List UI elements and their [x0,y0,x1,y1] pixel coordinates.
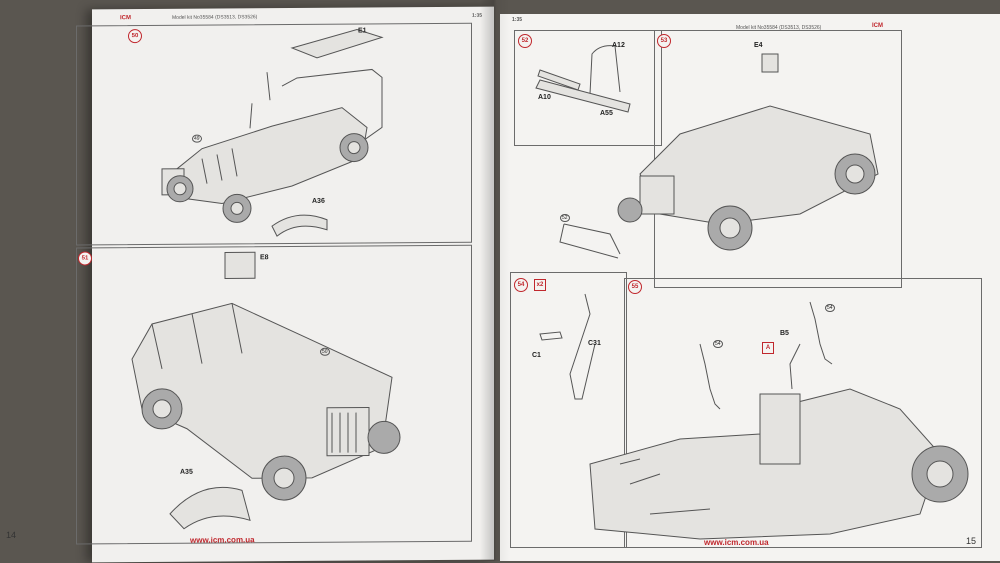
rifle-55a [699,343,721,410]
radiator-grille-53 [639,175,675,215]
page-number-left: 14 [6,529,17,541]
page-number-right: 15 [966,536,977,546]
brand-logo-right: ICM [872,23,883,29]
callout-52: 52 [560,214,570,222]
reference-a-badge: A [762,342,774,354]
callout-50: 50 [320,347,330,356]
step-53-badge: 53 [657,34,671,48]
step-55-panel [624,278,982,548]
part-label-b5: B5 [780,330,789,337]
step-52-panel [514,30,662,146]
step-51-drawing [131,251,401,530]
rifle-55b [809,301,833,365]
part-label-e8: E8 [260,254,269,262]
part-a55-strip [535,79,631,113]
model-kit-header-right: Model kit No35584 (DS3513, DS3526) [736,25,822,31]
scale-label-right: 1:35 [512,17,523,23]
bumper-guard [559,223,621,259]
part-c1-bayonet [539,331,563,341]
dashboard-panel [759,393,801,465]
step-52-badge: 52 [518,34,532,48]
url-right: www.icm.com.ua [704,538,769,547]
right-page-drawings [535,45,969,540]
part-c31-rifle [569,293,596,400]
left-page: ICM Model kit No35584 (DS3513, DS3526) 1… [6,6,494,563]
part-e1-floor-shape [290,29,384,59]
step-54-badge: 54 [514,278,528,292]
part-label-e4: E4 [754,42,763,49]
step-51-badge: 51 [78,251,92,266]
part-a12-frame [589,45,621,95]
part-label-c31: C31 [588,340,601,347]
part-e4-block [761,53,779,73]
part-label-c1: C1 [532,352,541,359]
callout-54-b: 54 [825,304,835,312]
part-a36-fender [271,214,328,237]
part-e8-block [224,251,256,279]
callout-54-a: 54 [713,340,723,348]
quantity-x2-badge: x2 [534,279,546,291]
part-label-a12: A12 [612,42,625,49]
url-left: www.icm.com.ua [190,535,255,545]
part-b5-wire [789,343,801,390]
step-54-panel [510,272,627,548]
part-label-a55: A55 [600,110,613,117]
book-spine-shadow [480,0,510,561]
part-label-a35: A35 [180,468,193,476]
right-page: 1:35 Model kit No35584 (DS3513, DS3526) … [500,14,1000,561]
step-50-drawing [161,29,384,237]
part-label-a10: A10 [538,94,551,101]
step-55-badge: 55 [628,280,642,294]
part-a35-fender [169,487,251,530]
